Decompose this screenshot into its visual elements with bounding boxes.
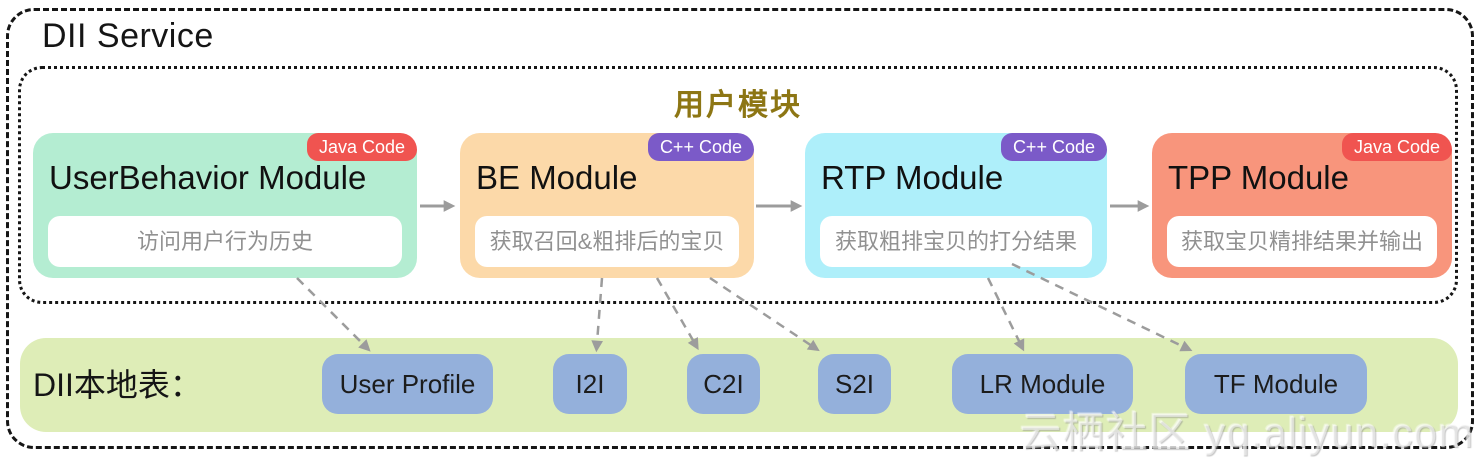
dii-service-container xyxy=(6,8,1474,449)
module-tpp: Java Code TPP Module 获取宝贝精排结果并输出 xyxy=(1152,133,1452,278)
module-description: 获取召回&粗排后的宝贝 xyxy=(475,216,739,267)
local-table-tf-module: TF Module xyxy=(1185,354,1367,414)
module-title: BE Module xyxy=(476,159,638,196)
watermark: 云栖社区 yq.aliyun.com xyxy=(1019,409,1474,456)
module-description: 获取粗排宝贝的打分结果 xyxy=(820,216,1092,267)
module-description: 访问用户行为历史 xyxy=(48,216,402,267)
dii-service-title: DII Service xyxy=(42,17,214,55)
module-description: 获取宝贝精排结果并输出 xyxy=(1167,216,1437,267)
module-title: TPP Module xyxy=(1168,159,1349,196)
module-badge-java-code: Java Code xyxy=(306,133,417,161)
module-badge-cpp-code: C++ Code xyxy=(647,133,754,161)
local-table-s2i: S2I xyxy=(818,354,891,414)
module-badge-java-code: Java Code xyxy=(1341,133,1452,161)
local-table-c2i: C2I xyxy=(687,354,760,414)
module-title: UserBehavior Module xyxy=(49,159,367,196)
local-table-i2i: I2I xyxy=(553,354,627,414)
module-be: C++ Code BE Module 获取召回&粗排后的宝贝 xyxy=(460,133,754,278)
module-badge-cpp-code: C++ Code xyxy=(1000,133,1107,161)
module-userbehavior: Java Code UserBehavior Module 访问用户行为历史 xyxy=(33,133,417,278)
local-table-lr-module: LR Module xyxy=(952,354,1133,414)
user-module-group-title: 用户模块 xyxy=(674,89,802,122)
module-title: RTP Module xyxy=(821,159,1004,196)
local-tables-label: DII本地表： xyxy=(33,367,202,403)
local-table-user-profile: User Profile xyxy=(322,354,493,414)
module-rtp: C++ Code RTP Module 获取粗排宝贝的打分结果 xyxy=(805,133,1107,278)
